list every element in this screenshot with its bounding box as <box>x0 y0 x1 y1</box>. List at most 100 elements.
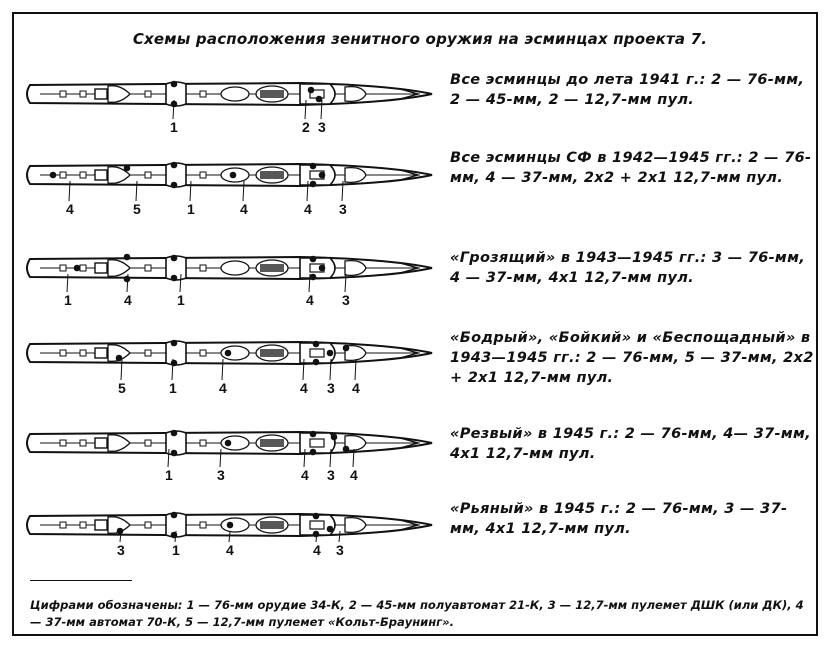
deck-fitting <box>199 439 207 447</box>
deck-fitting <box>199 171 207 179</box>
weapon-callout-label: 4 <box>66 201 74 217</box>
weapon-callout-label: 4 <box>240 201 248 217</box>
weapon-callout-label: 3 <box>336 542 344 558</box>
callout-leader <box>135 180 138 202</box>
stern-gun-mount <box>94 519 108 531</box>
aft-deckhouse <box>107 344 131 362</box>
stern-gun-mount <box>94 437 108 449</box>
bow-mark <box>399 519 421 531</box>
forward-gun-mount <box>309 348 325 358</box>
aa-gun-position <box>123 275 131 283</box>
aa-gun-position <box>170 274 178 282</box>
aft-deckhouse <box>107 516 131 534</box>
deck-fitting <box>199 264 207 272</box>
deck-fitting <box>79 349 87 357</box>
aa-gun-position <box>115 354 123 362</box>
aa-gun-position <box>116 527 124 535</box>
aa-gun-position <box>342 344 350 352</box>
weapon-callout-label: 1 <box>187 201 195 217</box>
weapon-callout-label: 4 <box>304 201 312 217</box>
aa-gun-position <box>73 264 81 272</box>
callout-leader <box>329 448 332 468</box>
funnel <box>220 86 250 102</box>
aa-gun-position <box>318 171 326 179</box>
aft-deckhouse <box>107 166 131 184</box>
bow-mark <box>399 437 421 449</box>
deck-fitting <box>59 264 67 272</box>
callout-leader <box>172 99 175 120</box>
deck-fitting <box>59 521 67 529</box>
destroyer-diagram: 5 1 4 4 3 4 <box>26 339 433 396</box>
aa-gun-position <box>309 273 317 281</box>
deck-fitting <box>79 90 87 98</box>
aa-gun-position <box>307 86 315 94</box>
aa-gun-position <box>170 429 178 437</box>
bow-mark <box>399 88 421 100</box>
aa-gun-position <box>170 449 178 457</box>
weapon-callout-label: 1 <box>170 119 178 135</box>
aa-gun-position <box>342 445 350 453</box>
weapon-callout-label: 1 <box>169 380 177 396</box>
callout-leader <box>329 358 332 381</box>
scheme-2-caption: Все эсминцы СФ в 1942—1945 гг.: 2 — 76-м… <box>450 150 812 186</box>
weapon-callout-label: 3 <box>339 201 347 217</box>
weapon-callout-label: 4 <box>219 380 227 396</box>
aa-gun-position <box>224 439 232 447</box>
forward-gun-mount <box>309 520 325 530</box>
weapon-callout-label: 2 <box>302 119 310 135</box>
scheme-6-caption: «Рьяный» в 1945 г.: 2 — 76-мм, 3 — 37-мм… <box>450 501 788 537</box>
footnote: Цифрами обозначены: 1 — 76-мм орудие 34-… <box>30 598 804 629</box>
footnote-rule <box>30 580 132 581</box>
callout-leader <box>352 448 355 468</box>
aa-gun-position <box>309 448 317 456</box>
callout-leader <box>221 358 224 381</box>
bow-gun-mount <box>344 167 367 183</box>
aa-gun-position <box>123 164 131 172</box>
page-title: Схемы расположения зенитного оружия на э… <box>132 30 708 48</box>
aa-gun-position <box>326 349 334 357</box>
bow-gun-mount <box>344 517 367 533</box>
funnel <box>220 517 250 533</box>
callout-leader <box>306 180 309 202</box>
callout-leader <box>66 273 69 293</box>
deck-fitting <box>79 521 87 529</box>
scheme-5-caption: «Резвый» в 1945 г.: 2 — 76-мм, 4— 37-мм,… <box>450 426 811 462</box>
weapon-callout-label: 4 <box>301 467 309 483</box>
bow-mark <box>399 347 421 359</box>
deck-fitting <box>144 171 152 179</box>
bow-mark <box>399 262 421 274</box>
aa-gun-position <box>309 162 317 170</box>
funnel-vent <box>260 439 284 447</box>
weapon-callout-label: 4 <box>350 467 358 483</box>
callout-leader <box>219 448 222 468</box>
aa-gun-position <box>170 339 178 347</box>
callout-leader <box>315 530 318 543</box>
callout-leader <box>119 530 122 543</box>
weapon-callout-label: 3 <box>327 467 335 483</box>
aa-gun-position <box>312 512 320 520</box>
weapon-callout-label: 4 <box>352 380 360 396</box>
stern-gun-mount <box>94 262 108 274</box>
scheme-4-caption: «Бодрый», «Бойкий» и «Беспощадный» в 194… <box>450 330 814 386</box>
callout-leader <box>228 530 231 543</box>
aa-gun-position <box>330 433 338 441</box>
aa-gun-position <box>170 359 178 367</box>
weapon-callout-label: 3 <box>327 380 335 396</box>
deck-fitting <box>59 171 67 179</box>
weapon-callout-label: 4 <box>300 380 308 396</box>
deck-fitting <box>79 171 87 179</box>
aa-gun-position <box>312 358 320 366</box>
callout-leader <box>179 273 182 293</box>
weapon-callout-label: 5 <box>118 380 126 396</box>
callout-leader <box>126 273 129 293</box>
aa-gun-position <box>318 264 326 272</box>
deck-fitting <box>144 521 152 529</box>
funnel-vent <box>260 90 284 98</box>
weapon-callout-label: 1 <box>165 467 173 483</box>
aa-gun-position <box>170 254 178 262</box>
aa-gun-position <box>312 530 320 538</box>
deck-fitting <box>144 349 152 357</box>
deck-fitting <box>59 439 67 447</box>
